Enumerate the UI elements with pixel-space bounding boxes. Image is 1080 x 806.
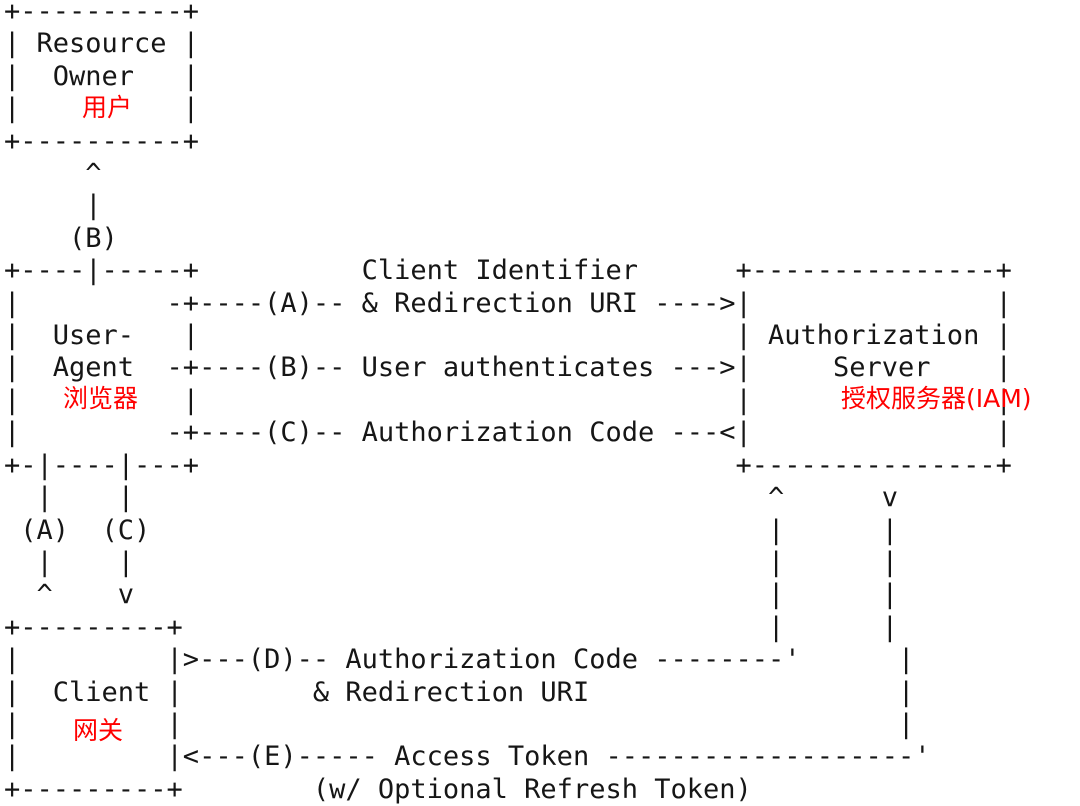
ascii-row: | | xyxy=(4,93,200,125)
ascii-row: (B) xyxy=(4,222,118,254)
ascii-row: (A) (C) | | xyxy=(4,514,899,546)
ascii-row: +---------+ (w/ Optional Refresh Token) xyxy=(4,773,752,805)
ascii-row: | Owner | xyxy=(4,60,200,92)
ascii-row: | Client | & Redirection URI | xyxy=(4,676,915,708)
client-annotation: 网关 xyxy=(73,716,124,745)
ascii-art-body: +----------+ | Resource | | Owner | | | … xyxy=(4,0,1012,806)
ascii-row: | -+----(C)-- Authorization Code ---<| | xyxy=(4,417,1012,449)
ascii-row: | User- | | Authorization | xyxy=(4,320,1012,352)
ascii-row: +---------+ | | xyxy=(4,611,899,643)
ascii-row: | | | | xyxy=(4,384,1012,416)
ascii-row: ^ xyxy=(4,158,102,190)
ascii-row: | xyxy=(4,190,102,222)
authorization-server-annotation: 授权服务器(IAM) xyxy=(841,384,1032,413)
ascii-row: | Agent -+----(B)-- User authenticates -… xyxy=(4,352,1012,384)
ascii-row: | |<---(E)----- Access Token -----------… xyxy=(4,741,931,773)
ascii-row: | | ^ v xyxy=(4,482,899,514)
ascii-row: | Resource | xyxy=(4,28,200,60)
resource-owner-annotation: 用户 xyxy=(82,93,133,122)
ascii-row: ^ v | | xyxy=(4,579,899,611)
ascii-row: +-|----|---+ +---------------+ xyxy=(4,449,1012,481)
ascii-row: +----------+ xyxy=(4,125,200,157)
ascii-row: | |>---(D)-- Authorization Code --------… xyxy=(4,644,915,676)
ascii-row: | | | xyxy=(4,708,915,740)
ascii-row: +----|-----+ Client Identifier +--------… xyxy=(4,255,1012,287)
ascii-row: +----------+ xyxy=(4,0,200,27)
ascii-row: | -+----(A)-- & Redirection URI ---->| | xyxy=(4,287,1012,319)
ascii-row: | | | | xyxy=(4,546,899,578)
user-agent-annotation: 浏览器 xyxy=(63,384,139,413)
